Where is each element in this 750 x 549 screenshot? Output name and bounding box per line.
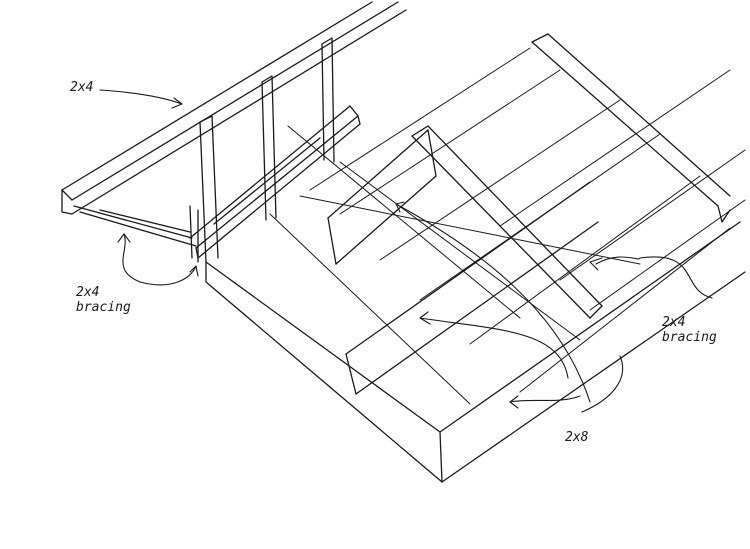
label-right-bracing-line2: bracing	[662, 330, 717, 345]
label-right-bracing-line1: 2x4	[662, 315, 686, 330]
right-2x4-bracing	[411, 33, 731, 319]
label-top-2x4-text: 2x4	[70, 80, 94, 95]
arrow-2x8	[395, 201, 624, 413]
label-top-2x4: 2x4	[70, 80, 93, 95]
label-left-bracing: 2x4 bracing	[76, 285, 131, 315]
rafters	[309, 47, 746, 393]
top-2x4-board	[61, 1, 407, 215]
label-right-bracing: 2x4 bracing	[662, 315, 717, 345]
arrow-top-2x4	[99, 89, 183, 109]
label-left-bracing-line1: 2x4	[76, 285, 100, 300]
label-left-bracing-line2: bracing	[76, 300, 131, 315]
2x8-board-upper	[327, 129, 437, 265]
2x8-board-lower	[345, 181, 599, 395]
post-cross-brace	[189, 105, 361, 259]
left-2x4-bracing	[73, 205, 197, 247]
label-2x8: 2x8	[565, 430, 588, 445]
vertical-posts	[189, 37, 335, 263]
arrow-left-bracing	[117, 233, 199, 286]
label-2x8-text: 2x8	[565, 430, 589, 445]
roof-surface	[205, 125, 746, 483]
arrow-right-bracing	[589, 256, 713, 299]
